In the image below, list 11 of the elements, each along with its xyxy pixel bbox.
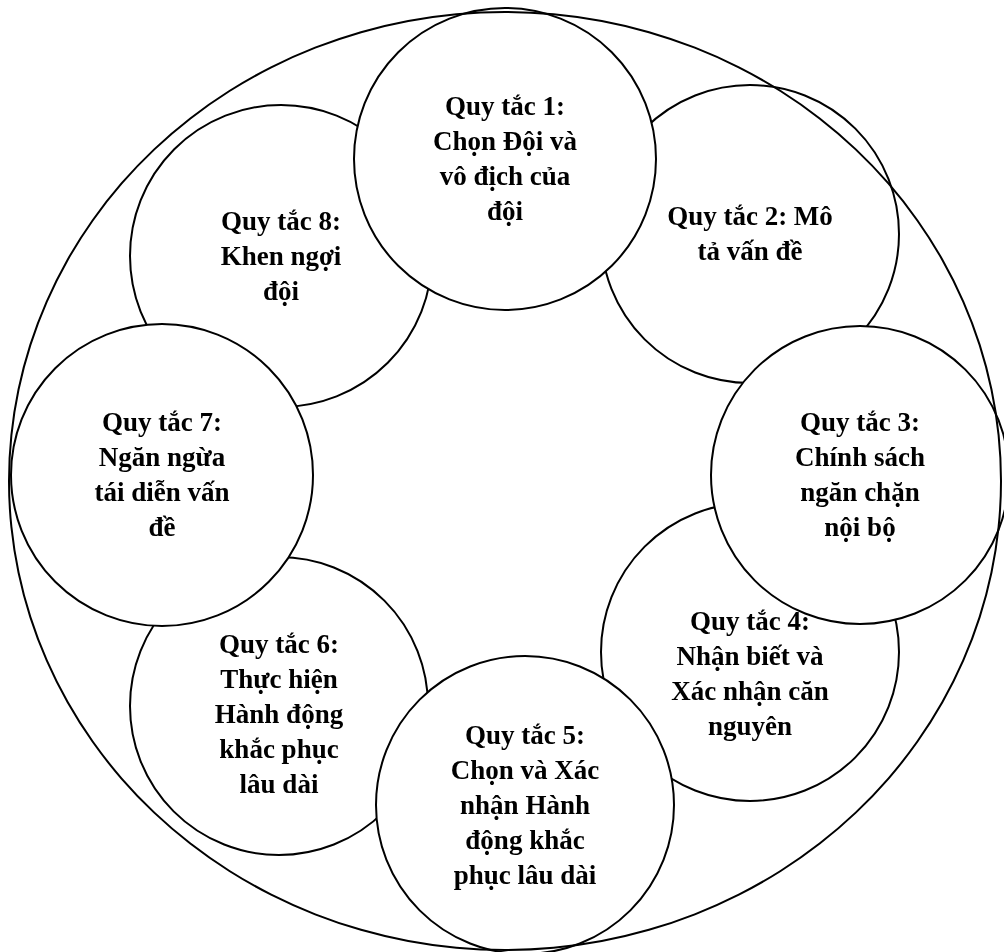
rule-text: Quy tắc 6: Thực hiện Hành động khắc phục lâu dài xyxy=(213,627,345,801)
rule-text: Quy tắc 5: Chọn và Xác nhận Hành động khắc phục lâu dài xyxy=(449,718,601,892)
rule-circle xyxy=(10,323,314,627)
rule-text: Quy tắc 4: Nhận biết và Xác nhận căn nguyên xyxy=(670,605,830,743)
rule-circle xyxy=(353,7,657,311)
rule-circle xyxy=(129,556,429,856)
rule-text: Quy tắc 7: Ngăn ngừa tái diễn vấn đề xyxy=(93,406,231,544)
rule-text: Quy tắc 1: Chọn Đội và vô địch của đội xyxy=(432,90,578,228)
rule-text: Quy tắc 8: Khen ngợi đội xyxy=(219,204,343,308)
rule-text: Quy tắc 3: Chính sách ngăn chặn nội bộ xyxy=(794,406,926,544)
rule-text: Quy tắc 2: Mô tả vấn đề xyxy=(666,200,834,268)
